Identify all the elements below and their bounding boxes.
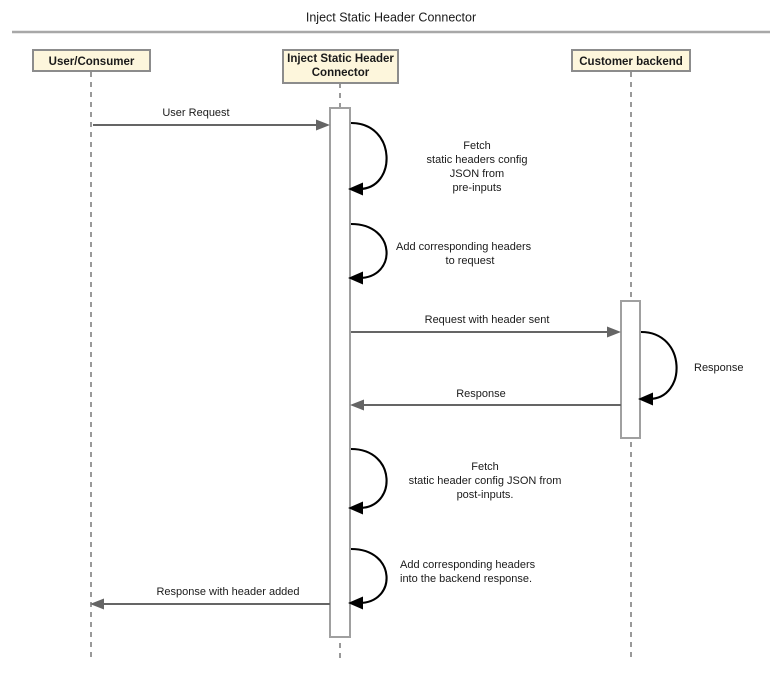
participant-backend[interactable]: Customer backend [571,49,691,72]
message-response-with-header-added: Response with header added [90,586,330,610]
selfmessage-fetch-pre-inputs-label-line2: static headers config [427,154,528,166]
message-user-request-label: User Request [162,107,229,119]
message-response-with-header-added-label: Response with header added [156,586,299,598]
selfmessage-add-headers-request-label-line2: to request [446,255,495,267]
participant-user-label: User/Consumer [49,56,135,68]
selfmessage-fetch-pre-inputs-label-line4: pre-inputs [453,182,502,194]
message-user-request-arrowhead [316,119,330,131]
message-response-with-header-added-arrowhead [90,598,104,610]
selfmessage-fetch-post-inputs: Fetch static header config JSON from pos… [348,447,562,515]
participant-connector[interactable]: Inject Static Header Connector [282,49,399,84]
selfmessage-add-headers-request-label-line1: Add corresponding headers [396,241,532,253]
selfmessage-add-headers-response-arrowhead [348,596,363,610]
message-request-with-header-arrowhead [607,326,621,338]
participant-connector-label-line2: Connector [312,67,370,79]
message-user-request: User Request [93,107,330,131]
selfmessage-fetch-pre-inputs-label-line3: JSON from [450,168,504,180]
selfmessage-backend-response-arc [640,330,678,401]
message-request-with-header-label: Request with header sent [425,314,550,326]
participant-connector-label-line1: Inject Static Header [287,53,394,65]
selfmessage-fetch-post-inputs-label-line2: static header config JSON from [409,475,562,487]
message-response-to-connector-label: Response [456,388,506,400]
participant-backend-label: Customer backend [579,56,683,68]
message-response-to-connector-arrowhead [350,399,364,411]
selfmessage-add-headers-request: Add corresponding headers to request [348,222,532,285]
selfmessage-add-headers-response-label-line2: into the backend response. [400,573,532,585]
selfmessage-fetch-post-inputs-label-line3: post-inputs. [457,489,514,501]
selfmessage-fetch-post-inputs-label-line1: Fetch [471,461,499,473]
message-request-with-header: Request with header sent [351,314,621,338]
participant-user[interactable]: User/Consumer [32,49,151,72]
selfmessage-fetch-post-inputs-arc [350,447,388,510]
participant-backend-box [571,49,691,72]
activation-bar-backend [620,300,641,439]
participant-user-box [32,49,151,72]
selfmessage-add-headers-request-arrowhead [348,271,363,285]
selfmessage-fetch-pre-inputs-arc [350,121,388,191]
selfmessage-backend-response: Response [638,330,744,406]
participant-connector-box [282,49,399,84]
message-response-to-connector: Response [350,388,621,411]
selfmessage-add-headers-response: Add corresponding headers into the backe… [348,547,536,610]
selfmessage-backend-response-arrowhead [638,392,653,406]
selfmessage-backend-response-label: Response [694,362,744,374]
selfmessage-add-headers-request-arc [350,222,388,280]
selfmessage-fetch-pre-inputs: Fetch static headers config JSON from pr… [348,121,528,196]
selfmessage-fetch-pre-inputs-arrowhead [348,182,363,196]
activation-bar-connector [329,107,351,638]
selfmessage-add-headers-response-arc [350,547,388,605]
selfmessage-fetch-post-inputs-arrowhead [348,501,363,515]
selfmessage-fetch-pre-inputs-label-line1: Fetch [463,140,491,152]
page-title: Inject Static Header Connector [306,10,476,24]
selfmessage-add-headers-response-label-line1: Add corresponding headers [400,559,536,571]
